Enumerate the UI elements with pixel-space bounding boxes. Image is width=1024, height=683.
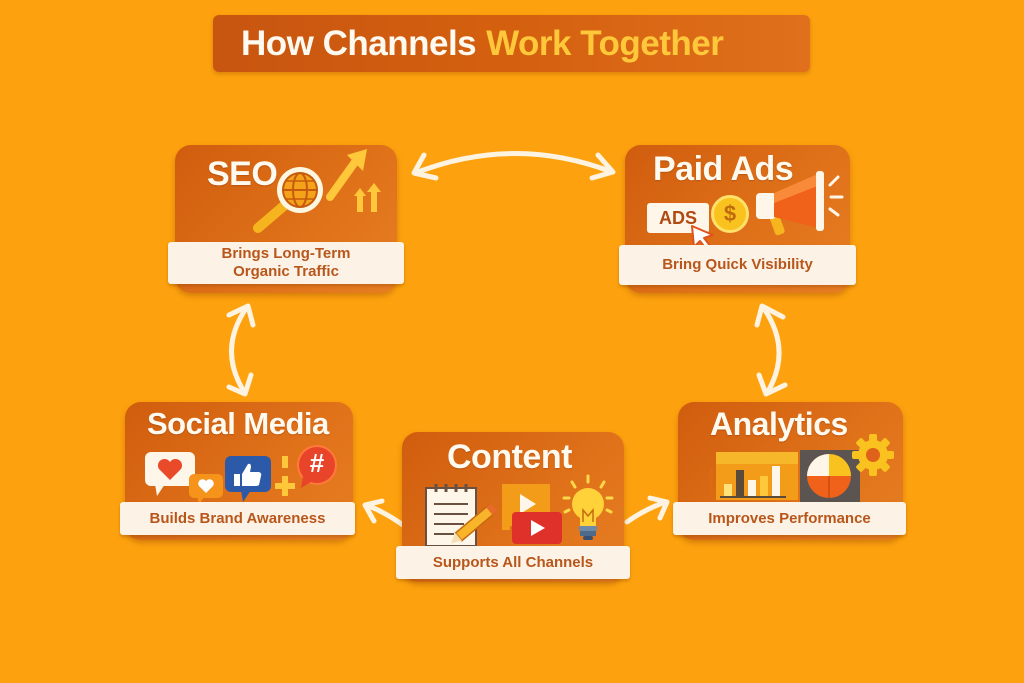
lightbulb-icon <box>562 474 614 540</box>
seo-description-line-1: Brings Long-Term <box>221 245 351 262</box>
analytics-description-text: Improves Performance <box>708 509 871 527</box>
content-description-text: Supports All Channels <box>432 553 594 571</box>
arrow-seo-social <box>226 303 256 397</box>
hashtag-text: # <box>309 448 325 478</box>
paid-ads-card: Paid Ads ADS $ Bring Quick Visibility <box>619 145 856 293</box>
social-media-description-text: Builds Brand Awareness <box>149 509 326 527</box>
paid-ads-description: Bring Quick Visibility <box>619 245 856 285</box>
arrow-paid-ads-analytics <box>754 303 788 397</box>
content-card: Content Supports All Channels <box>396 432 630 582</box>
paid-ads-description-text: Bring Quick Visibility <box>662 256 813 273</box>
arrow-content-analytics <box>624 495 670 525</box>
title-part-2: Work Together <box>486 23 724 63</box>
small-heart-bubble-icon <box>189 474 223 504</box>
bar-chart-icon <box>710 452 798 500</box>
pie-chart-icon <box>807 454 851 498</box>
heart-bubble-icon <box>145 452 195 496</box>
seo-description-line-2: Organic Traffic <box>233 263 339 280</box>
coin-symbol: $ <box>723 201 737 226</box>
trend-up-arrow-icon <box>326 149 367 201</box>
social-media-title: Social Media <box>147 406 329 441</box>
analytics-card: Analytics Improves Performance <box>673 402 906 540</box>
dollar-coin-icon: $ <box>711 195 749 233</box>
title-banner: How Channels Work Together <box>213 15 810 72</box>
youtube-icon <box>512 512 562 544</box>
gear-icon <box>852 434 894 476</box>
content-title: Content <box>447 438 572 476</box>
analytics-title: Analytics <box>710 406 848 442</box>
paid-ads-title: Paid Ads <box>653 150 794 188</box>
megaphone-icon <box>756 171 844 236</box>
content-description: Supports All Channels <box>396 546 630 579</box>
seo-card: SEO Brings Long-Term Organic Traffic <box>168 145 404 293</box>
arrow-seo-paid-ads <box>411 151 616 181</box>
analytics-description: Improves Performance <box>673 502 906 535</box>
social-media-description: Builds Brand Awareness <box>120 502 355 535</box>
notepad-pencil-icon <box>425 484 498 547</box>
social-media-card: Social Media # Builds Brand Awareness <box>120 402 355 540</box>
seo-title: SEO <box>207 155 278 193</box>
thumbs-up-icon <box>225 456 271 502</box>
ads-badge-text: ADS <box>658 207 697 228</box>
title-part-1: How Channels <box>241 23 477 63</box>
seo-description: Brings Long-Term Organic Traffic <box>168 242 404 284</box>
hashtag-bubble-icon <box>297 445 337 488</box>
arrow-content-social <box>362 498 406 528</box>
up-arrows-icon <box>354 183 381 212</box>
magnifier-globe-icon <box>253 167 323 233</box>
plus-icon <box>275 456 295 496</box>
